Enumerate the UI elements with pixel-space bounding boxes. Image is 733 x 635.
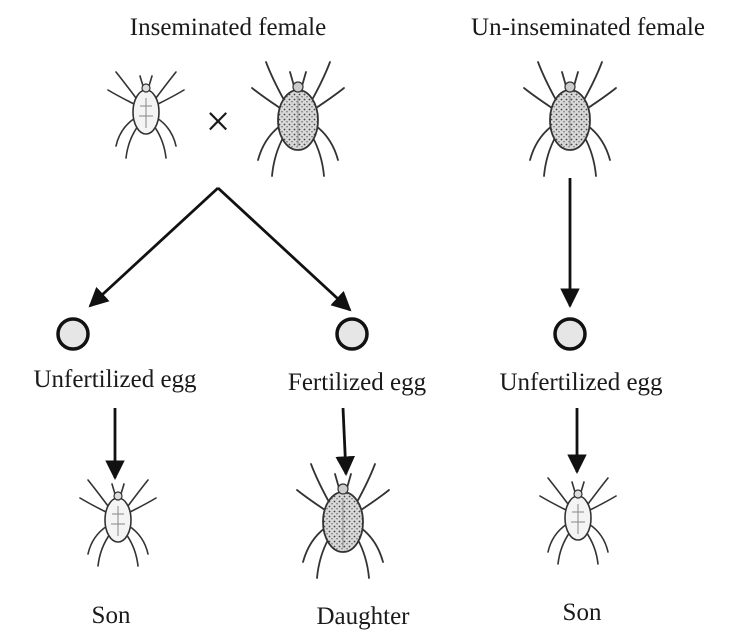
female-mite-icon [252, 62, 344, 176]
egg-icon [337, 319, 367, 349]
egg-icon [555, 319, 585, 349]
son-label: Son [92, 602, 131, 629]
unfertilized-egg-label: Unfertilized egg [33, 366, 197, 393]
daughter-label: Daughter [316, 603, 410, 630]
male-mite-icon [108, 72, 184, 158]
male-mite-icon [80, 480, 156, 566]
female-mite-icon [524, 62, 616, 176]
son-label-right: Son [563, 599, 602, 626]
fertilized-egg-label: Fertilized egg [288, 369, 427, 396]
inseminated-female-label: Inseminated female [130, 14, 326, 41]
female-mite-icon [297, 464, 389, 578]
arrow-to-fertilized-egg [218, 188, 350, 310]
male-mite-icon [540, 478, 616, 564]
egg-icon [58, 319, 88, 349]
arrow-to-daughter [343, 408, 346, 474]
uninseminated-female-label: Un-inseminated female [471, 14, 705, 41]
cross-symbol: × [206, 97, 231, 146]
arrow-to-unfertilized-egg [90, 188, 218, 306]
unfertilized-egg-label-right: Unfertilized egg [499, 369, 663, 396]
